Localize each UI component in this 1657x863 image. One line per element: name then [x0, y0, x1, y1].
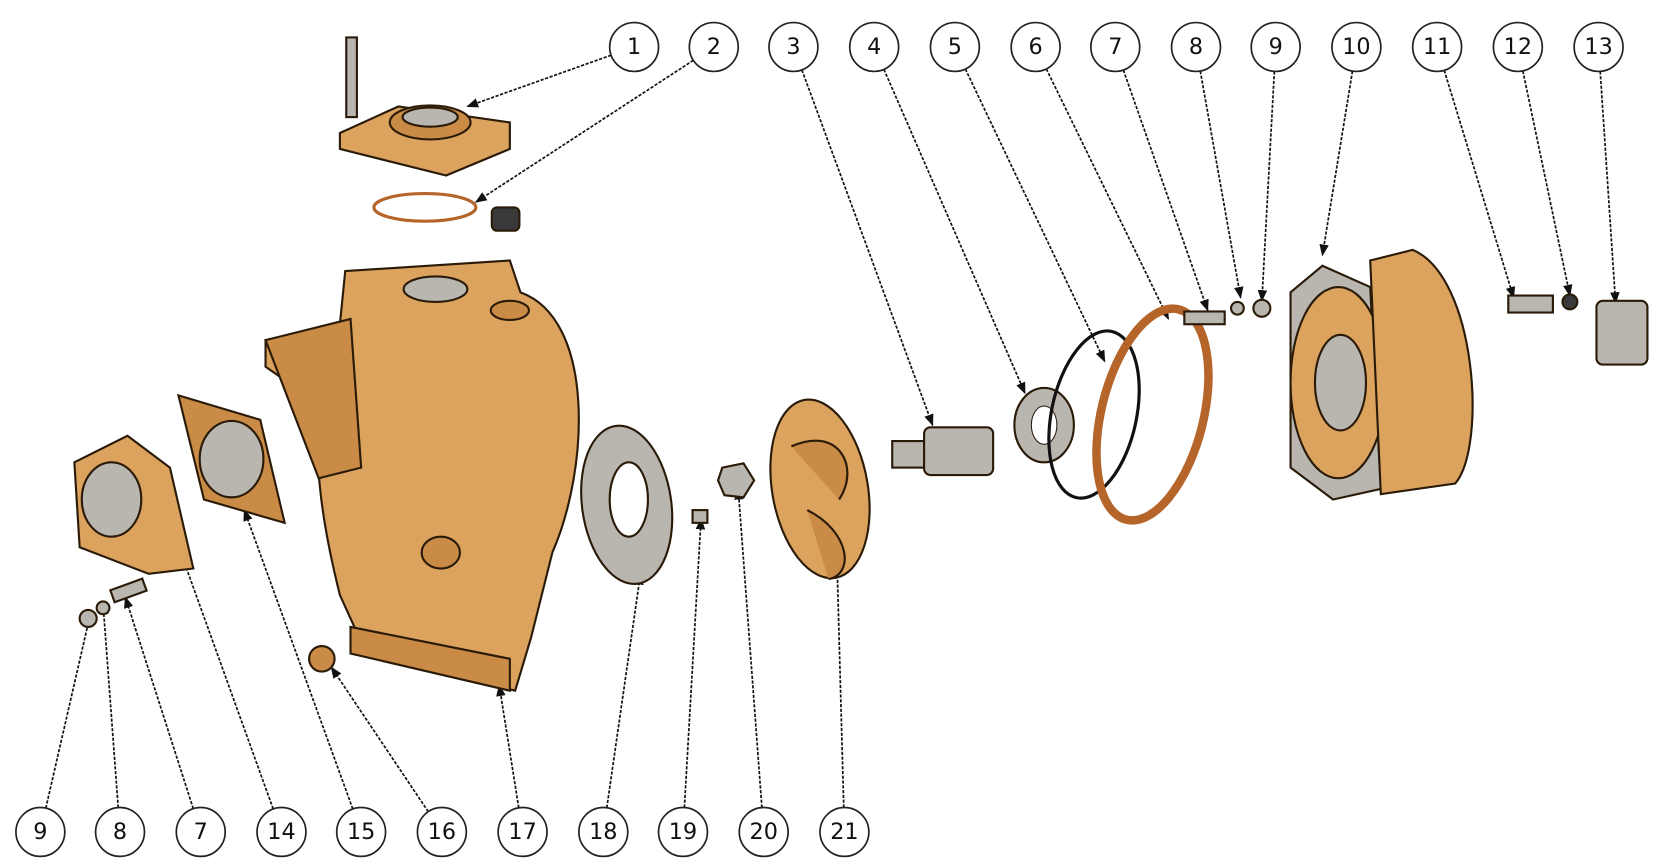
balloon-label: 4: [867, 34, 881, 60]
balloon-top-7: 7: [1090, 21, 1141, 73]
balloon-top-3: 3: [768, 21, 819, 73]
balloon-label: 12: [1504, 34, 1532, 60]
balloon-label: 8: [113, 819, 127, 845]
balloon-bottom-21: 21: [819, 806, 870, 858]
o-ring: [1047, 329, 1141, 500]
suction-flange: [73, 434, 195, 575]
balloon-label: 7: [1108, 34, 1122, 60]
leader-line: [330, 666, 429, 813]
shaft-sleeve: [891, 426, 995, 477]
balloon-bottom-14: 14: [256, 806, 307, 858]
leader-line: [243, 508, 354, 810]
leader-line: [496, 684, 520, 808]
balloon-label: 16: [428, 819, 456, 845]
leader-line: [1443, 70, 1516, 299]
flap-valve-gasket: [176, 393, 287, 525]
balloon-bottom-16: 16: [416, 806, 468, 858]
leader-line: [466, 54, 612, 108]
balloon-top-13: 13: [1573, 21, 1624, 73]
balloon-label: 6: [1029, 34, 1043, 60]
wear-plate: [580, 424, 674, 585]
leader-lines: [44, 54, 1620, 813]
leader-line: [1319, 70, 1354, 257]
balloon-top-9: 9: [1250, 21, 1301, 73]
leader-line: [964, 68, 1106, 363]
balloon-top-12: 12: [1492, 21, 1544, 73]
leader-line: [1599, 71, 1620, 305]
washer-top: [1230, 300, 1245, 316]
balloon-top-8: 8: [1170, 21, 1222, 73]
leader-line: [832, 559, 845, 808]
balloon-bottom-19: 19: [657, 806, 709, 858]
balloon-label: 5: [948, 34, 962, 60]
balloon-label: 9: [1269, 34, 1283, 60]
balloon-label: 13: [1584, 34, 1612, 60]
pump-casing: [264, 259, 580, 693]
leader-line: [801, 69, 934, 427]
leader-line: [181, 556, 274, 810]
washer: [95, 600, 111, 616]
balloon-top-10: 10: [1331, 21, 1382, 73]
nut-top: [1252, 298, 1272, 318]
balloon-label: 11: [1423, 34, 1451, 60]
clamp: [1595, 299, 1649, 366]
balloon-top-1: 1: [608, 21, 660, 73]
plug: [490, 206, 521, 232]
screw: [691, 509, 709, 524]
balloon-label: 20: [750, 819, 778, 845]
stud: [108, 577, 148, 604]
balloon-label: 3: [786, 34, 800, 60]
balloon-label: 8: [1189, 34, 1203, 60]
discharge-flange: [338, 36, 511, 177]
washer-right: [1561, 293, 1579, 311]
nut: [78, 608, 98, 629]
balloon-label: 1: [627, 34, 641, 60]
leader-line: [1199, 70, 1244, 299]
balloon-label: 17: [508, 819, 536, 845]
leader-line: [124, 596, 195, 809]
o-ring-flange: [372, 191, 478, 223]
impeller-nut: [716, 462, 756, 499]
leader-line: [1257, 71, 1276, 303]
balloon-top-2: 2: [688, 21, 740, 73]
leader-line: [474, 59, 694, 203]
leader-line: [1522, 70, 1573, 297]
seal: [1013, 386, 1075, 464]
balloon-label: 15: [347, 819, 375, 845]
balloon-top-5: 5: [929, 21, 981, 73]
balloon-label: 18: [589, 819, 617, 845]
drain-plug: [308, 644, 336, 673]
bolt-right: [1507, 294, 1554, 314]
balloon-label: 19: [669, 819, 697, 845]
balloon-label: 9: [33, 819, 47, 845]
leader-line: [1045, 68, 1170, 320]
impeller: [769, 398, 871, 581]
leader-line: [99, 602, 120, 808]
bolt: [1183, 310, 1226, 326]
balloon-bottom-15: 15: [335, 806, 387, 858]
balloon-bottom-17: 17: [497, 806, 548, 858]
balloon-bottom-7: 7: [175, 806, 227, 858]
balloon-label: 2: [707, 34, 721, 60]
balloon-label: 21: [830, 819, 858, 845]
leader-line: [1122, 69, 1209, 312]
balloon-bottom-18: 18: [578, 806, 629, 858]
leader-line: [883, 69, 1026, 395]
balloon-top-6: 6: [1010, 21, 1061, 73]
balloon-label: 10: [1342, 34, 1370, 60]
balloon-label: 7: [194, 819, 208, 845]
balloon-top-11: 11: [1411, 21, 1463, 73]
leader-line: [683, 517, 706, 808]
leader-line: [605, 572, 644, 808]
leader-line: [44, 613, 93, 809]
leader-line: [734, 487, 763, 808]
balloon-top-4: 4: [848, 21, 900, 73]
balloon-bottom-20: 20: [738, 806, 789, 858]
gasket: [1092, 304, 1213, 525]
balloon-bottom-8: 8: [94, 806, 146, 858]
bearing-bracket: [1289, 248, 1474, 501]
balloon-bottom-9: 9: [15, 806, 66, 858]
balloon-label: 14: [267, 819, 295, 845]
